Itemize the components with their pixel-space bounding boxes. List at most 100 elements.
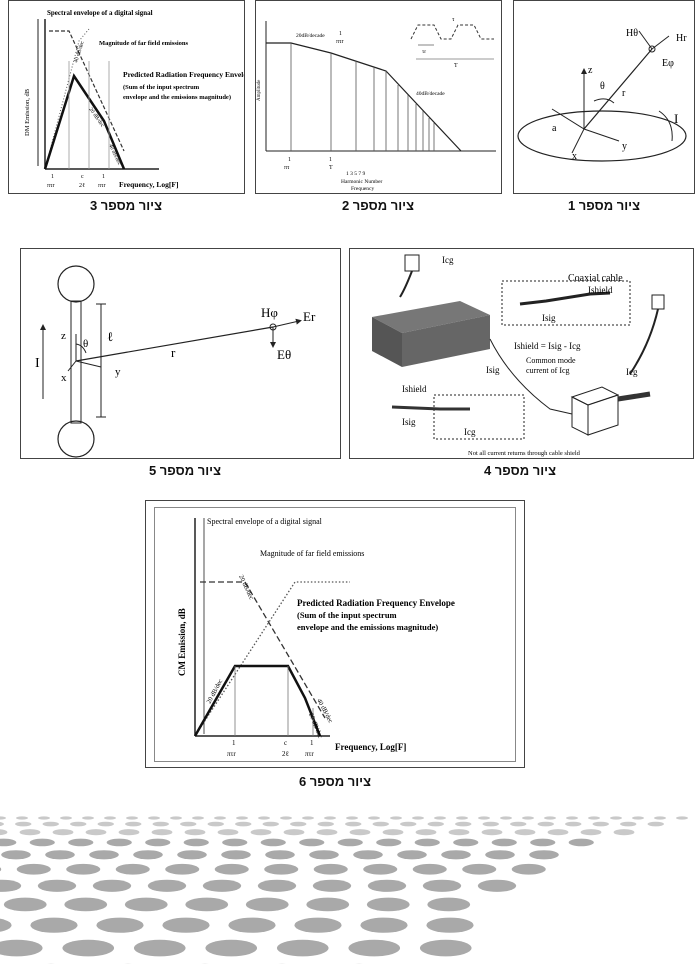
decorative-dot xyxy=(147,879,187,892)
decorative-dot xyxy=(222,838,248,847)
fig1-z: z xyxy=(588,65,593,76)
decorative-dot xyxy=(38,816,50,820)
fig2-xtick-pitr: πτ xyxy=(284,165,290,171)
decorative-dot xyxy=(346,816,358,820)
decorative-dot xyxy=(115,863,150,875)
fig4-icg-bot: Icg xyxy=(464,427,476,437)
decorative-dot xyxy=(412,816,424,820)
figure-3-diagram: Spectral envelope of a digital signal Ma… xyxy=(24,9,245,189)
fig2-tr: τr xyxy=(422,49,426,55)
figure-3-caption: ציור מספר 3 xyxy=(89,198,163,213)
decorative-dot xyxy=(588,816,600,820)
fig3-magnitude-label: Magnitude of far field emissions xyxy=(99,40,189,47)
figure-5-caption: ציור מספר 5 xyxy=(148,463,222,478)
fig3-tick3-num: 1 xyxy=(102,174,105,180)
fig6-tick2-den: 2ℓ xyxy=(282,750,289,758)
decorative-dot xyxy=(309,850,339,860)
decorative-dot xyxy=(580,829,602,836)
decorative-dot xyxy=(481,829,503,836)
decorative-dot-pattern xyxy=(0,816,688,964)
fig1-h-r: Hr xyxy=(676,33,687,44)
figure-4-caption: ציור מספר 4 xyxy=(483,463,557,478)
decorative-dot xyxy=(30,917,78,933)
decorative-dot xyxy=(126,816,138,820)
decorative-dot xyxy=(434,816,446,820)
fig2-xtick-1: 1 xyxy=(288,157,291,163)
decorative-dot xyxy=(592,821,609,827)
decorative-dot xyxy=(372,821,389,827)
decorative-dot xyxy=(15,821,32,827)
fig5-theta: θ xyxy=(83,338,88,350)
decorative-dot xyxy=(52,829,74,836)
fig2-slope2: 40dB/decade xyxy=(416,91,445,97)
decorative-dot xyxy=(613,829,635,836)
figure-1-panel: Hθ Hr Eφ z θ r a y x I xyxy=(513,0,695,194)
fig6-tick3-den: πτr xyxy=(305,750,314,758)
decorative-dot xyxy=(441,850,471,860)
decorative-dot xyxy=(19,829,41,836)
decorative-dot xyxy=(412,863,447,875)
fig6-magnitude-label: Magnitude of far field emissions xyxy=(260,549,364,558)
fig5-y: y xyxy=(115,366,121,378)
decorative-dot xyxy=(544,816,556,820)
fig4-common2: current of Icg xyxy=(526,366,570,375)
decorative-dot xyxy=(205,939,258,957)
decorative-dot xyxy=(376,838,402,847)
decorative-dot xyxy=(312,879,352,892)
decorative-dot xyxy=(514,829,536,836)
fig5-ell: ℓ xyxy=(107,329,113,344)
fig1-y: y xyxy=(622,141,627,152)
decorative-dot xyxy=(250,829,272,836)
decorative-dot xyxy=(82,816,94,820)
fig4-ishield-top: Ishield xyxy=(588,285,613,295)
decorative-dot xyxy=(45,850,75,860)
fig4-ishield-bot: Ishield xyxy=(402,384,427,394)
fig5-x: x xyxy=(61,372,67,384)
fig4-note: Not all current returns through cable sh… xyxy=(468,450,581,457)
decorative-dot xyxy=(478,816,490,820)
decorative-dot xyxy=(302,816,314,820)
decorative-dot xyxy=(236,816,248,820)
figure-3-panel: Spectral envelope of a digital signal Ma… xyxy=(8,0,245,194)
decorative-dot xyxy=(37,879,77,892)
decorative-dot xyxy=(283,829,305,836)
decorative-dot xyxy=(290,821,307,827)
decorative-dot xyxy=(348,939,401,957)
decorative-dot xyxy=(568,838,594,847)
decorative-dot xyxy=(316,829,338,836)
fig2-xlabel1: Harmonic Number xyxy=(341,179,383,185)
decorative-dot xyxy=(313,863,348,875)
decorative-dot xyxy=(60,816,72,820)
decorative-dot xyxy=(426,917,474,933)
decorative-dot xyxy=(151,829,173,836)
fig2-xtick-T: T xyxy=(329,165,333,171)
decorative-dot xyxy=(245,897,289,912)
fig6-slope-a: 20 dB/dec xyxy=(237,574,255,601)
decorative-dot xyxy=(235,821,252,827)
fig4-icg-top: Icg xyxy=(442,255,454,265)
fig4-coax-label: Coaxial cable xyxy=(568,273,623,284)
figure-2-diagram: 20dB/decade 40dB/decade 1 πτr τr τ T Amp… xyxy=(257,17,496,192)
fig5-r: r xyxy=(171,345,176,360)
fig3-tick2-num: c xyxy=(81,174,84,180)
decorative-dot xyxy=(170,816,182,820)
fig2-tau: τ xyxy=(452,17,455,23)
decorative-dot xyxy=(620,821,637,827)
fig4-isig-bot: Isig xyxy=(402,417,416,427)
fig1-a: a xyxy=(552,123,557,134)
figure-6-diagram: Spectral envelope of a digital signal Ma… xyxy=(177,517,455,758)
decorative-dot xyxy=(106,838,132,847)
decorative-dot xyxy=(317,821,334,827)
fig2-xlabel2: Frequency xyxy=(351,186,374,192)
decorative-dot xyxy=(184,829,206,836)
decorative-dot xyxy=(0,822,4,827)
fig1-i: I xyxy=(674,111,678,126)
decorative-dot xyxy=(529,850,559,860)
fig6-tick3-num: 1 xyxy=(310,739,314,747)
decorative-dot xyxy=(566,816,578,820)
decorative-dot xyxy=(363,863,398,875)
fig6-sum2: envelope and the emissions magnitude) xyxy=(297,622,438,632)
decorative-dot xyxy=(66,863,101,875)
fig3-tick2-den: 2ℓ xyxy=(79,183,85,189)
fig3-predicted-label: Predicted Radiation Frequency Envelope xyxy=(123,70,245,79)
